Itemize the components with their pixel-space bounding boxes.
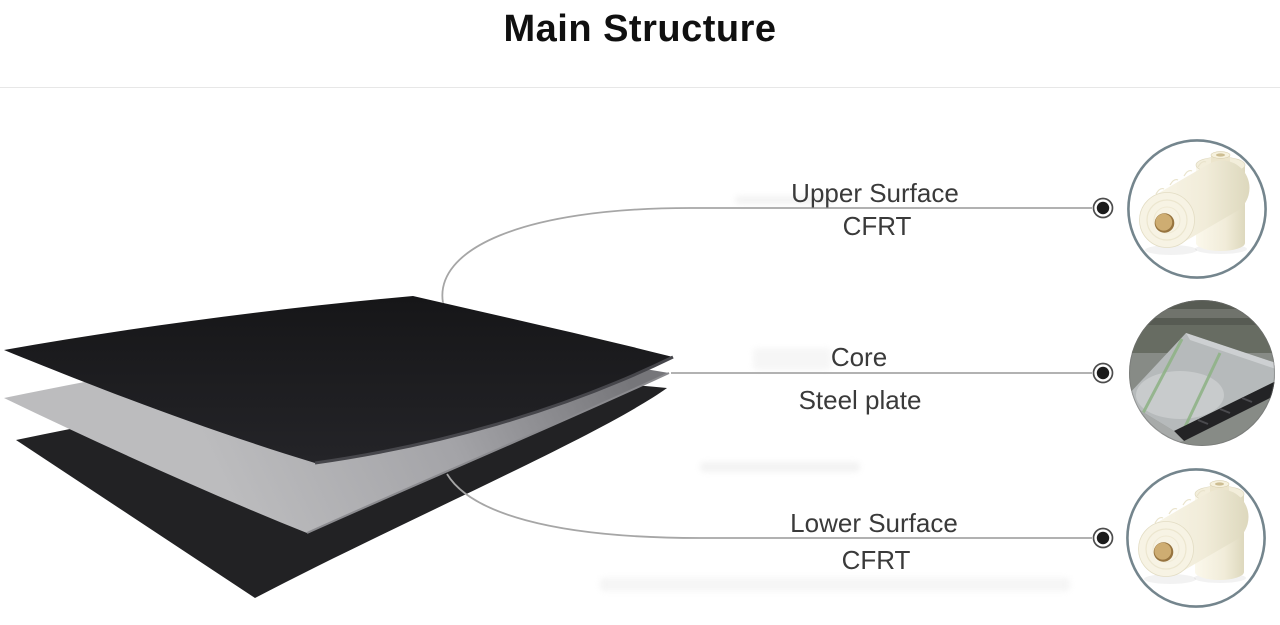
label-lower-surface: Lower Surface <box>790 508 958 538</box>
bullet-marker-core <box>1092 362 1114 384</box>
thumb-circle-lower <box>1125 467 1267 609</box>
label-upper-cfrt: CFRT <box>842 211 912 241</box>
sheet-core-edge <box>306 372 670 534</box>
cfrt-rolls-photo <box>1125 467 1267 609</box>
thumb-circle-upper <box>1126 138 1268 280</box>
page-title: Main Structure <box>503 8 777 50</box>
sheet-upper-edge <box>314 355 674 465</box>
steel-plate-photo <box>1128 299 1276 447</box>
header-divider <box>0 87 1280 88</box>
watermark-artifact <box>700 462 860 472</box>
watermark-artifact <box>600 578 1070 591</box>
bullet-marker-lower <box>1092 527 1114 549</box>
watermark-artifact <box>735 196 835 204</box>
callout-curve-upper <box>441 207 1092 304</box>
label-steel-plate: Steel plate <box>798 385 922 415</box>
label-upper-surface: Upper Surface <box>791 178 959 208</box>
label-lower-cfrt: CFRT <box>841 545 911 575</box>
label-core: Core <box>830 342 888 372</box>
thumb-circle-core <box>1128 299 1276 447</box>
cfrt-rolls-photo <box>1126 138 1268 280</box>
bullet-marker-upper <box>1092 197 1114 219</box>
callout-curve-lower <box>446 473 1092 539</box>
watermark-artifact <box>753 348 831 370</box>
